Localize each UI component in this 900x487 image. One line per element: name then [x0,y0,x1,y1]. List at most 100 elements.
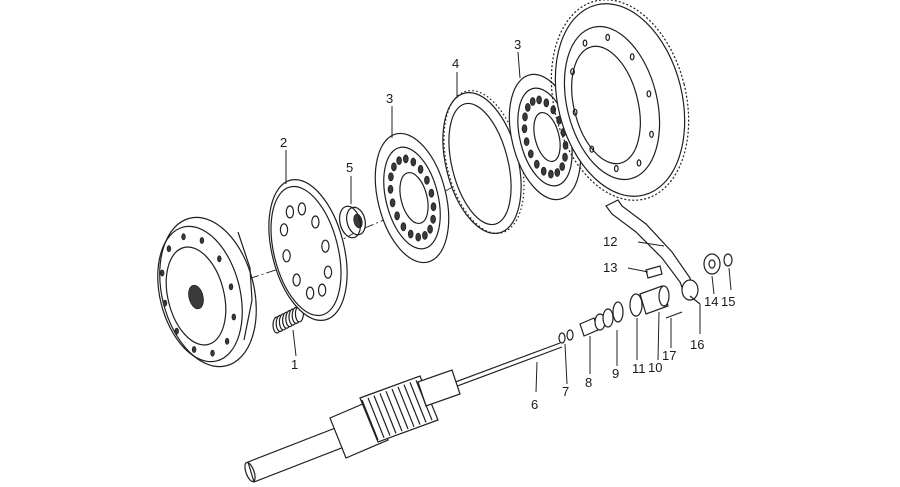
detail-mark [562,152,568,162]
clutch-housing [157,216,257,368]
callout-15: 15 [721,294,735,309]
detail-mark [159,269,165,277]
spring [272,305,304,334]
detail-mark [407,229,414,239]
shaft-spline [403,384,421,425]
detail-mark [527,149,534,159]
callout-13: 13 [603,260,617,275]
detail-mark [430,214,436,224]
detail-mark [282,249,291,263]
callout-10: 10 [648,360,662,375]
detail-mark [430,202,437,212]
detail-mark [428,188,435,198]
detail-mark [292,273,301,287]
callout-6: 6 [531,397,538,412]
detail-mark [210,349,215,357]
detail-mark [166,245,172,253]
push-rod [449,342,563,389]
callout-1: 1 [291,357,298,372]
friction-disc-left [374,132,450,264]
callout-2: 2 [280,135,287,150]
detail-mark [410,157,417,167]
detail-mark [646,90,652,98]
detail-mark [417,164,424,174]
detail-mark [191,346,197,353]
detail-mark [162,299,168,307]
detail-mark [629,53,635,61]
detail-mark [613,165,619,173]
detail-mark [562,140,569,150]
detail-mark [559,162,565,172]
callout-16: 16 [690,337,704,352]
hub [338,205,366,239]
shaft-spline [367,397,385,439]
detail-mark [570,68,575,76]
detail-mark [522,112,528,122]
shaft-spline [373,395,391,436]
detail-mark [199,237,205,244]
detail-mark [387,184,394,194]
detail-mark [536,95,542,105]
shaft-spline [361,399,379,441]
detail-mark [228,283,234,291]
detail-mark [402,154,409,164]
callout-9: 9 [612,366,619,381]
detail-mark [422,230,428,240]
detail-mark [548,169,554,179]
detail-mark [285,205,295,219]
friction-disc-right [508,73,582,201]
detail-mark [297,202,307,216]
detail-mark [524,103,531,112]
detail-mark [323,265,333,279]
detail-mark [217,255,222,263]
detail-mark [231,313,236,321]
detail-mark [174,327,179,335]
detail-mark [543,98,550,108]
shaft-spline [409,382,427,423]
detail-mark [521,124,528,134]
callout-3-right: 3 [514,37,521,52]
detail-mark [582,39,588,47]
pressure-plate [268,178,348,322]
detail-mark [636,159,642,167]
detail-mark [321,239,330,253]
detail-mark [391,162,397,172]
clutch-lever [605,199,733,305]
callout-17: 17 [662,348,676,363]
detail-mark [649,130,654,138]
detail-mark [394,211,400,221]
callout-14: 14 [704,294,718,309]
callout-11: 11 [632,361,646,376]
detail-mark [572,108,578,116]
detail-mark [529,97,536,106]
flywheel-ring-gear [550,0,690,201]
callout-7: 7 [562,384,569,399]
shaft-spline [397,386,415,428]
detail-mark [533,159,540,169]
callout-4: 4 [452,56,459,71]
detail-mark [415,232,422,242]
rod-end-parts [558,285,683,344]
detail-mark [400,222,407,232]
detail-mark [589,145,595,153]
shaft-spline [379,393,397,434]
detail-mark [554,168,561,177]
detail-mark [311,215,320,229]
detail-mark [224,337,230,345]
shaft-spline [385,390,403,432]
detail-mark [279,223,289,237]
shaft-spline [415,379,433,421]
detail-mark [181,233,186,241]
leader-lines [285,51,732,393]
callout-5: 5 [346,160,353,175]
detail-mark [424,175,430,185]
callout-3-left: 3 [386,91,393,106]
callout-12: 12 [603,234,617,249]
callout-8: 8 [585,375,592,390]
detail-mark [305,286,315,300]
main-shaft [244,369,461,483]
detail-mark [540,166,547,176]
detail-mark [523,137,530,147]
detail-mark [396,156,402,166]
